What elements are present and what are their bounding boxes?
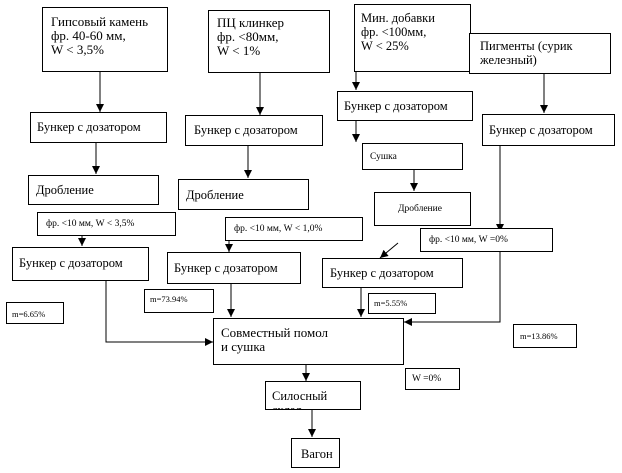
bunker-gypsum-box: Бункер с дозатором	[30, 112, 167, 143]
bunker-pigments-box: Бункер с дозатором	[482, 114, 615, 146]
arrow-line1-to-mill	[105, 281, 213, 346]
mass-pigments-box: m=13.86%	[513, 324, 577, 348]
crushing-clinker-box: Дробление	[178, 179, 309, 210]
bunker-additives-2-box: Бункер с дозатором	[322, 258, 463, 288]
bunker-clinker-box: Бункер с дозатором	[185, 115, 323, 146]
clinker-box: ПЦ клинкер фр. <80мм, W < 1%	[208, 10, 330, 73]
wagon-box: Вагон	[291, 438, 340, 468]
crushing-gypsum-box: Дробление	[28, 175, 159, 205]
gypsum-stone-box: Гипсовый камень фр. 40-60 мм, W < 3,5%	[42, 7, 168, 72]
mill-moisture-box: W =0%	[405, 368, 460, 390]
crushing-additives-box: Дробление	[374, 192, 471, 226]
arrow-crushing-to-bunker-3	[379, 242, 399, 259]
joint-grinding-drying-box: Совместный помол и сушка	[213, 318, 404, 365]
bunker-gypsum-2-box: Бункер с дозатором	[12, 247, 149, 281]
pigments-box: Пигменты (сурик железный)	[469, 33, 611, 74]
mass-additives-box: m=5.55%	[368, 293, 436, 314]
mineral-additives-box: Мин. добавки фр. <100мм, W < 25%	[354, 4, 471, 72]
mass-clinker-box: m=73.94%	[144, 289, 214, 313]
mass-gypsum-box: m=6.65%	[6, 302, 64, 324]
arrow-line4-to-mill	[404, 252, 501, 326]
bunker-clinker-2-box: Бункер с дозатором	[167, 252, 301, 284]
drying-box: Сушка	[362, 143, 463, 170]
silo-storage-box: Силосный склад	[265, 381, 361, 410]
bunker-additives-box: Бункер с дозатором	[337, 91, 473, 121]
fraction-additives-box: фр. <10 мм, W =0%	[420, 228, 553, 252]
fraction-gypsum-box: фр. <10 мм, W < 3,5%	[37, 212, 176, 236]
fraction-clinker-box: фр. <10 мм, W < 1,0%	[225, 217, 363, 241]
